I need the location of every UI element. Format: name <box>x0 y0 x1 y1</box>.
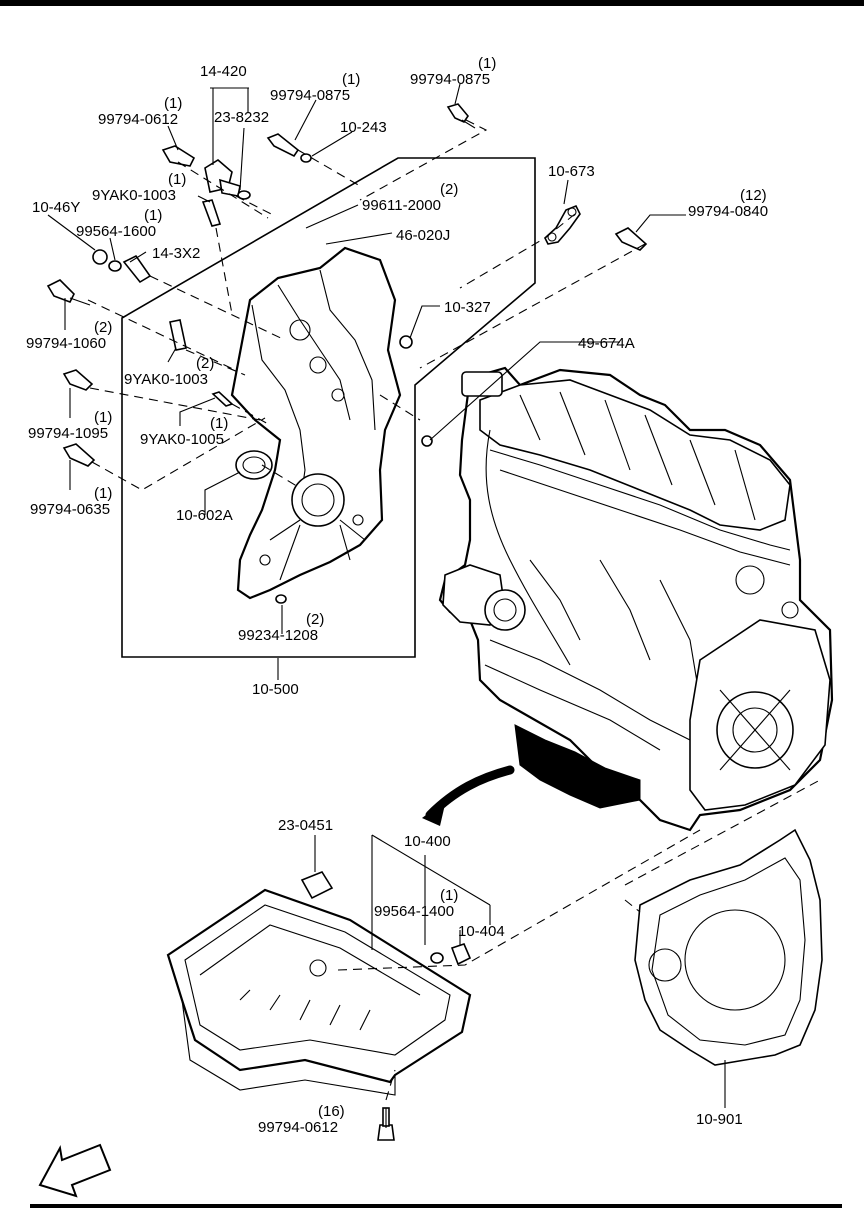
label-9yak0-1003-lower-qty: (2) <box>196 355 214 372</box>
label-46-020j: 46-020J <box>396 227 450 244</box>
label-99794-0612-bottom-qty: (16) <box>318 1103 345 1120</box>
label-99794-1095: 99794-1095 <box>28 425 108 442</box>
label-10-46y: 10-46Y <box>32 199 80 216</box>
bottom-border-rule <box>30 1204 842 1208</box>
label-99794-0840-qty: (12) <box>740 187 767 204</box>
label-99794-0635: 99794-0635 <box>30 501 110 518</box>
oil-pan <box>166 888 472 1096</box>
label-99794-0875-right-qty: (1) <box>478 55 496 72</box>
label-10-243: 10-243 <box>340 119 387 136</box>
timing-cover-group-box <box>121 157 536 658</box>
label-99794-0875-mid-qty: (1) <box>342 71 360 88</box>
dashed-assembly-lines <box>87 119 821 1101</box>
label-99794-1060-qty: (2) <box>94 319 112 336</box>
label-99564-1600: 99564-1600 <box>76 223 156 240</box>
part-labels: 14-420 23-8232 (1) 99794-0612 (1) 99794-… <box>26 55 768 1136</box>
assembly-arrow <box>422 765 515 826</box>
label-9yak0-1003-upper: 9YAK0-1003 <box>92 187 176 204</box>
label-9yak0-1003-upper-qty: (1) <box>168 171 186 188</box>
label-10-400: 10-400 <box>404 833 451 850</box>
engine-block-illustration <box>438 366 834 832</box>
label-99794-1060: 99794-1060 <box>26 335 106 352</box>
label-10-404: 10-404 <box>458 923 505 940</box>
label-23-0451: 23-0451 <box>278 817 333 834</box>
timing-chain-cover <box>230 246 402 600</box>
label-99794-1095-qty: (1) <box>94 409 112 426</box>
fwd-arrow-icon <box>38 1143 112 1198</box>
label-10-500: 10-500 <box>252 681 299 698</box>
label-9yak0-1003-lower: 9YAK0-1003 <box>124 371 208 388</box>
label-99564-1400: 99564-1400 <box>374 903 454 920</box>
label-10-673: 10-673 <box>548 163 595 180</box>
label-49-674a: 49-674A <box>578 335 635 352</box>
label-99234-1208: 99234-1208 <box>238 627 318 644</box>
label-10-602a: 10-602A <box>176 507 233 524</box>
small-parts <box>46 103 648 1141</box>
label-9yak0-1005-qty: (1) <box>210 415 228 432</box>
label-99564-1400-qty: (1) <box>440 887 458 904</box>
label-99794-0612-bottom: 99794-0612 <box>258 1119 338 1136</box>
label-14-3x2: 14-3X2 <box>152 245 200 262</box>
top-border-rule <box>0 0 864 6</box>
label-9yak0-1005: 9YAK0-1005 <box>140 431 224 448</box>
label-99611-2000-qty: (2) <box>440 181 458 198</box>
label-99564-1600-qty: (1) <box>144 207 162 224</box>
label-99234-1208-qty: (2) <box>306 611 324 628</box>
leader-lines <box>47 83 726 1128</box>
label-99611-2000: 99611-2000 <box>362 197 441 214</box>
transmission-gasket <box>634 828 823 1066</box>
label-10-901: 10-901 <box>696 1111 743 1128</box>
label-14-420: 14-420 <box>200 63 247 80</box>
label-99794-0612-top-qty: (1) <box>164 95 182 112</box>
label-99794-0875-mid: 99794-0875 <box>270 87 350 104</box>
label-99794-0875-right: 99794-0875 <box>410 71 490 88</box>
label-23-8232: 23-8232 <box>214 109 269 126</box>
label-10-327: 10-327 <box>444 299 491 316</box>
label-99794-0612-top: 99794-0612 <box>98 111 178 128</box>
label-99794-0840: 99794-0840 <box>688 203 768 220</box>
label-99794-0635-qty: (1) <box>94 485 112 502</box>
